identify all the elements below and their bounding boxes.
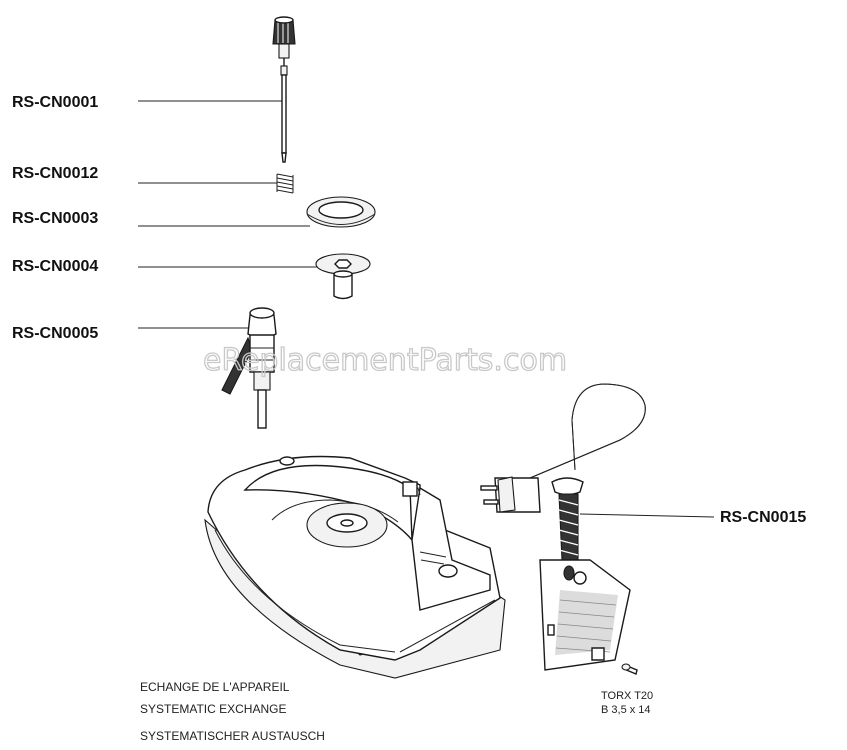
part-rod-knob <box>272 16 296 163</box>
leader-rs-cn0015 <box>579 513 715 518</box>
screw-size: B 3,5 x 14 <box>601 704 651 716</box>
part-labels: RS-CN0001 RS-CN0012 RS-CN0003 RS-CN0004 … <box>12 94 806 526</box>
leader-lines <box>138 100 715 518</box>
part-spring <box>276 172 294 194</box>
part-valve <box>315 253 371 300</box>
note-exchange-fr: ECHANGE DE L'APPAREIL <box>140 680 290 694</box>
note-exchange-en: SYSTEMATIC EXCHANGE <box>140 702 286 716</box>
part-ring <box>306 196 376 228</box>
screw-spec: TORX T20 B 3,5 x 14 <box>601 690 653 716</box>
label-rs-cn0003[interactable]: RS-CN0003 <box>12 210 98 227</box>
exchange-notes: ECHANGE DE L'APPAREIL SYSTEMATIC EXCHANG… <box>140 680 325 743</box>
screw-type: TORX T20 <box>601 690 653 702</box>
watermark-text: eReplacementParts.com <box>203 343 567 378</box>
label-rs-cn0015[interactable]: RS-CN0015 <box>720 509 806 526</box>
iron-body <box>204 455 506 679</box>
part-pump <box>221 307 277 429</box>
label-rs-cn0001[interactable]: RS-CN0001 <box>12 94 98 111</box>
label-rs-cn0004[interactable]: RS-CN0004 <box>12 258 98 275</box>
label-rs-cn0005[interactable]: RS-CN0005 <box>12 325 98 342</box>
label-rs-cn0012[interactable]: RS-CN0012 <box>12 165 98 182</box>
note-exchange-de: SYSTEMATISCHER AUSTAUSCH <box>140 729 325 743</box>
part-cord-assembly <box>480 383 646 675</box>
